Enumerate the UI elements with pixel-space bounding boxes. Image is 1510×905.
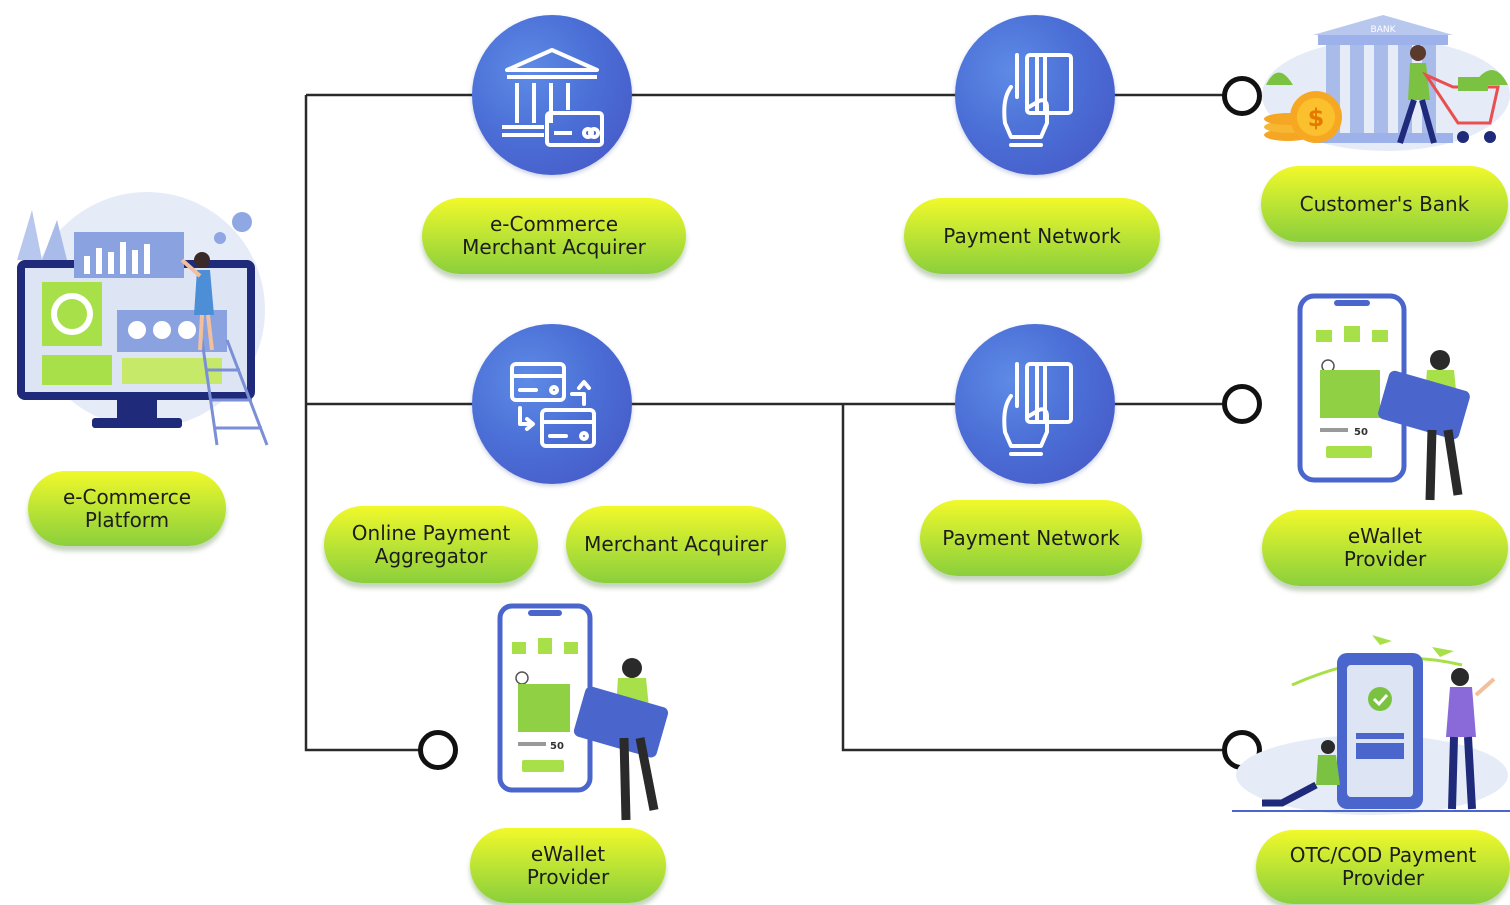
- phone-amount-text: 50: [550, 741, 564, 752]
- ewallet-provider-illustration: 50: [1282, 290, 1482, 512]
- ewallet-provider-illustration: 50: [478, 598, 678, 828]
- label-customers-bank: Customer's Bank: [1261, 166, 1508, 242]
- connector-node-ewallet-bottom: [418, 730, 458, 770]
- phone-amount-text: 50: [1354, 427, 1368, 438]
- bank-sign-text: BANK: [1371, 25, 1397, 35]
- card-payment-hand-icon: [955, 324, 1115, 484]
- label-payment-network-top: Payment Network: [904, 198, 1160, 274]
- ecommerce-platform-illustration: [12, 190, 274, 450]
- label-merchant-acquirer: Merchant Acquirer: [566, 506, 786, 583]
- bank-icon: [472, 15, 632, 175]
- otc-cod-payment-illustration: [1232, 625, 1510, 815]
- connector-node-customers-bank: [1222, 76, 1262, 116]
- svg-text:$: $: [1308, 104, 1325, 132]
- card-payment-hand-icon: [955, 15, 1115, 175]
- card-transfer-icon: [472, 324, 632, 484]
- label-payment-network-mid: Payment Network: [920, 500, 1142, 576]
- customers-bank-illustration: BANK $: [1258, 5, 1510, 153]
- connector-node-ewallet-right: [1222, 384, 1262, 424]
